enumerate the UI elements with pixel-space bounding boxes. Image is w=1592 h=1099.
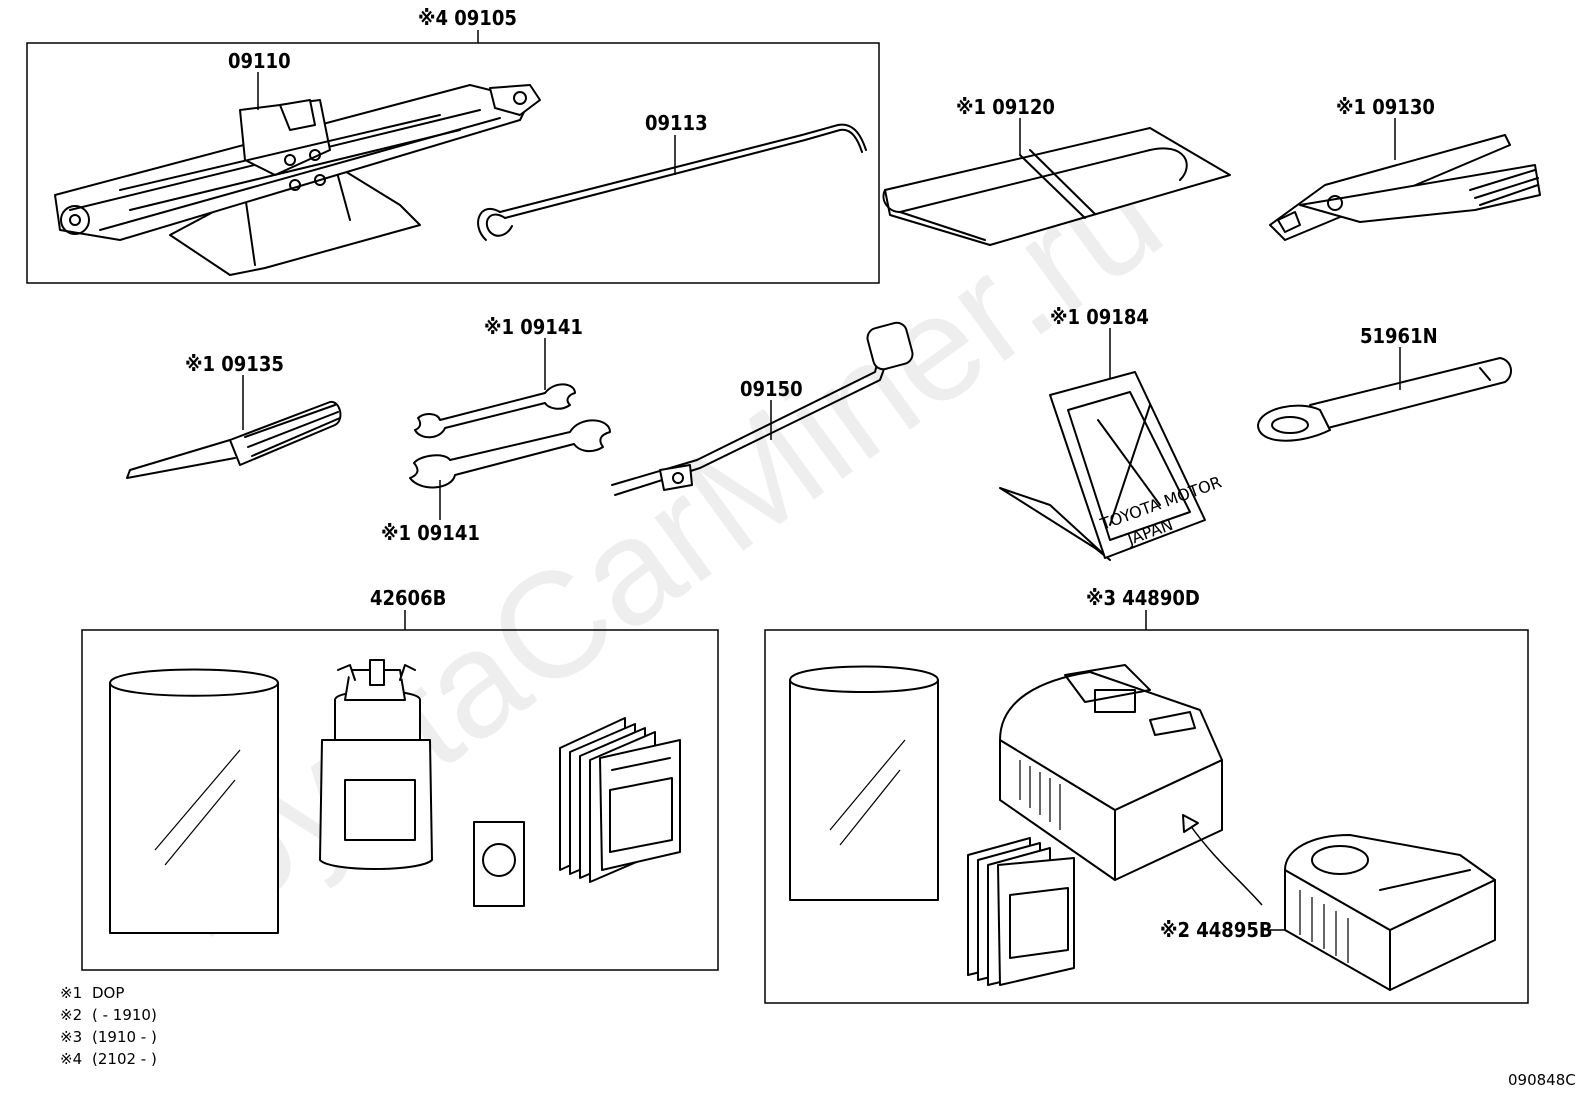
jack-kit-box bbox=[26, 42, 880, 284]
label-tow-hook-tool[interactable]: 51961N bbox=[1360, 324, 1438, 348]
note-2-text: ( - 1910) bbox=[92, 1006, 157, 1024]
screwdriver[interactable] bbox=[126, 400, 342, 479]
air-compressor-unit bbox=[999, 664, 1223, 881]
label-screwdriver[interactable]: ※1 09135 bbox=[185, 352, 284, 376]
compressor-kit-bag bbox=[789, 665, 939, 901]
repair-kit-box bbox=[81, 629, 719, 971]
open-end-wrench-bottom[interactable] bbox=[409, 419, 611, 489]
tow-hook-tool[interactable] bbox=[1257, 357, 1512, 442]
note-1-text: DOP bbox=[92, 984, 124, 1002]
open-end-wrench-top[interactable] bbox=[414, 383, 576, 439]
wheel-nut-wrench[interactable] bbox=[611, 321, 915, 496]
label-compressor-kit[interactable]: ※3 44890D bbox=[1086, 586, 1200, 610]
valve-card bbox=[473, 821, 525, 907]
note-1-key: ※1 bbox=[60, 984, 82, 1002]
label-pliers[interactable]: ※1 09130 bbox=[1336, 95, 1435, 119]
note-3-text: (1910 - ) bbox=[92, 1028, 157, 1046]
label-jack-handle[interactable]: 09113 bbox=[645, 111, 708, 135]
label-wheel-wrench[interactable]: 09150 bbox=[740, 377, 803, 401]
label-wrench-bottom[interactable]: ※1 09141 bbox=[381, 521, 480, 545]
compressor-booklets bbox=[967, 837, 1075, 986]
label-jack[interactable]: 09110 bbox=[228, 49, 291, 73]
label-wrench-top[interactable]: ※1 09141 bbox=[484, 315, 583, 339]
diagram-id: 090848C bbox=[1508, 1071, 1576, 1089]
pliers[interactable] bbox=[1269, 134, 1541, 241]
footnotes: ※1 DOP ※2 ( - 1910) ※3 (1910 - ) ※4 (210… bbox=[60, 984, 157, 1068]
tool-bag[interactable] bbox=[882, 127, 1231, 246]
repair-kit-bag bbox=[109, 668, 279, 934]
label-repair-kit[interactable]: 42606B bbox=[370, 586, 446, 610]
label-tool-bag[interactable]: ※1 09120 bbox=[956, 95, 1055, 119]
label-jack-kit[interactable]: ※4 09105 bbox=[418, 6, 517, 30]
note-2-key: ※2 bbox=[60, 1006, 82, 1024]
note-4-text: (2102 - ) bbox=[92, 1050, 157, 1068]
instruction-booklets bbox=[559, 717, 681, 883]
note-3-key: ※3 bbox=[60, 1028, 82, 1046]
note-4-key: ※4 bbox=[60, 1050, 82, 1068]
scissor-jack[interactable] bbox=[54, 84, 541, 276]
replacement-compressor bbox=[1284, 834, 1496, 991]
label-compressor[interactable]: ※2 44895B bbox=[1160, 918, 1273, 942]
jack-handle[interactable] bbox=[477, 123, 867, 241]
sealant-bottle bbox=[319, 659, 433, 870]
warning-triangle[interactable]: TOYOTA MOTOR JAPAN bbox=[999, 371, 1224, 561]
label-warning-triangle[interactable]: ※1 09184 bbox=[1050, 305, 1149, 329]
replacement-arrow bbox=[1189, 824, 1263, 906]
